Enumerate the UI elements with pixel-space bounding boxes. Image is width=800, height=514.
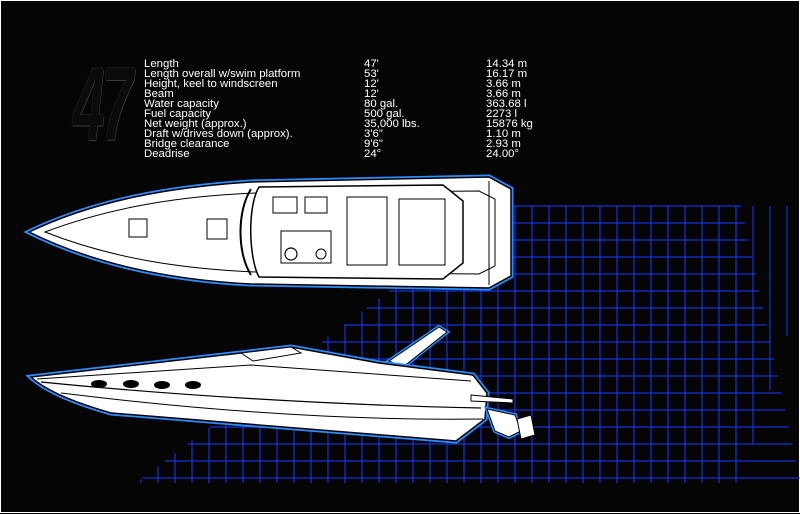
spec-row: Water capacity 80 gal. 363.68 l bbox=[144, 98, 576, 110]
profile-chine bbox=[60, 392, 484, 420]
spec-imperial-value: 47' bbox=[364, 58, 379, 70]
spec-label: Draft w/drives down (approx). bbox=[144, 128, 293, 140]
spec-imperial-value: 12' bbox=[364, 78, 379, 90]
spec-label: Water capacity bbox=[144, 98, 219, 110]
profile-swim-platform bbox=[470, 394, 514, 404]
plan-view-lounge bbox=[346, 196, 388, 266]
plan-view-hatch-fore bbox=[128, 218, 148, 238]
spec-imperial-value: 24° bbox=[364, 148, 382, 160]
plan-view-sunpad bbox=[398, 198, 446, 266]
plan-view-gauge bbox=[315, 248, 327, 260]
spec-label: Length overall w/swim platform bbox=[144, 68, 301, 80]
spec-metric-value: 3.66 m bbox=[486, 78, 521, 90]
profile-propeller bbox=[516, 414, 536, 440]
porthole-icon bbox=[123, 380, 139, 388]
porthole-icon bbox=[185, 381, 201, 389]
spec-row: Length 47' 14.34 m bbox=[144, 58, 576, 70]
porthole-icon bbox=[91, 380, 107, 388]
spec-label: Fuel capacity bbox=[144, 108, 212, 120]
spec-imperial-value: 80 gal. bbox=[364, 98, 399, 110]
plan-view-helm-seat bbox=[272, 196, 298, 214]
spec-row: Net weight (approx.) 35,000 lbs. 15876 kg bbox=[144, 118, 576, 130]
spec-metric-value: 15876 kg bbox=[486, 118, 533, 130]
spec-imperial-value: 500 gal. bbox=[364, 108, 405, 120]
spec-label: Length bbox=[144, 58, 179, 70]
spec-row: Bridge clearance 9'6" 2.93 m bbox=[144, 138, 576, 150]
spec-row: Height, keel to windscreen 12' 3.66 m bbox=[144, 78, 576, 90]
spec-label: Height, keel to windscreen bbox=[144, 78, 278, 90]
plan-view-windscreen bbox=[239, 188, 252, 276]
profile-sheer-line bbox=[36, 364, 472, 382]
profile-windscreen bbox=[239, 346, 303, 362]
plan-view-console bbox=[280, 230, 332, 264]
spec-row: Fuel capacity 500 gal. 2273 l bbox=[144, 108, 576, 120]
profile-hull bbox=[29, 346, 488, 442]
profile-stern-drive bbox=[486, 408, 522, 438]
spec-metric-value: 16.17 m bbox=[486, 68, 528, 80]
profile-radar-arch bbox=[387, 326, 448, 368]
spec-metric-value: 363.68 l bbox=[486, 98, 527, 110]
plan-view-hatch-mid bbox=[206, 218, 228, 240]
spec-row: Length overall w/swim platform 53' 16.17 m bbox=[144, 68, 576, 80]
porthole-icon bbox=[154, 381, 170, 389]
spec-imperial-value: 53' bbox=[364, 68, 379, 80]
spec-label: Beam bbox=[144, 88, 174, 100]
spec-row: Beam 12' 3.66 m bbox=[144, 88, 576, 100]
plan-view-cockpit bbox=[250, 184, 464, 280]
spec-label: Bridge clearance bbox=[144, 138, 230, 150]
spec-imperial-value: 9'6" bbox=[364, 138, 383, 150]
plan-view-deck-line bbox=[43, 190, 496, 275]
spec-row: Deadrise 24° 24.00° bbox=[144, 148, 576, 160]
model-number: 47 bbox=[73, 47, 133, 163]
spec-metric-value: 2273 l bbox=[486, 108, 518, 120]
plan-view-wheel bbox=[284, 247, 298, 261]
spec-metric-value: 24.00° bbox=[486, 148, 520, 160]
spec-metric-value: 1.10 m bbox=[486, 128, 521, 140]
boat-profile-view bbox=[25, 324, 536, 444]
spec-metric-value: 2.93 m bbox=[486, 138, 521, 150]
spec-imperial-value: 35,000 lbs. bbox=[364, 118, 420, 130]
spec-imperial-value: 12' bbox=[364, 88, 379, 100]
boat-plan-view bbox=[23, 174, 514, 291]
spec-row: Draft w/drives down (approx). 3'6" 1.10 m bbox=[144, 128, 576, 140]
spec-imperial-value: 3'6" bbox=[364, 128, 383, 140]
spec-metric-value: 3.66 m bbox=[486, 88, 521, 100]
spec-label: Net weight (approx.) bbox=[144, 118, 247, 130]
plan-view-companion-seat bbox=[304, 196, 328, 214]
spec-metric-value: 14.34 m bbox=[486, 58, 528, 70]
spec-label: Deadrise bbox=[144, 148, 190, 160]
